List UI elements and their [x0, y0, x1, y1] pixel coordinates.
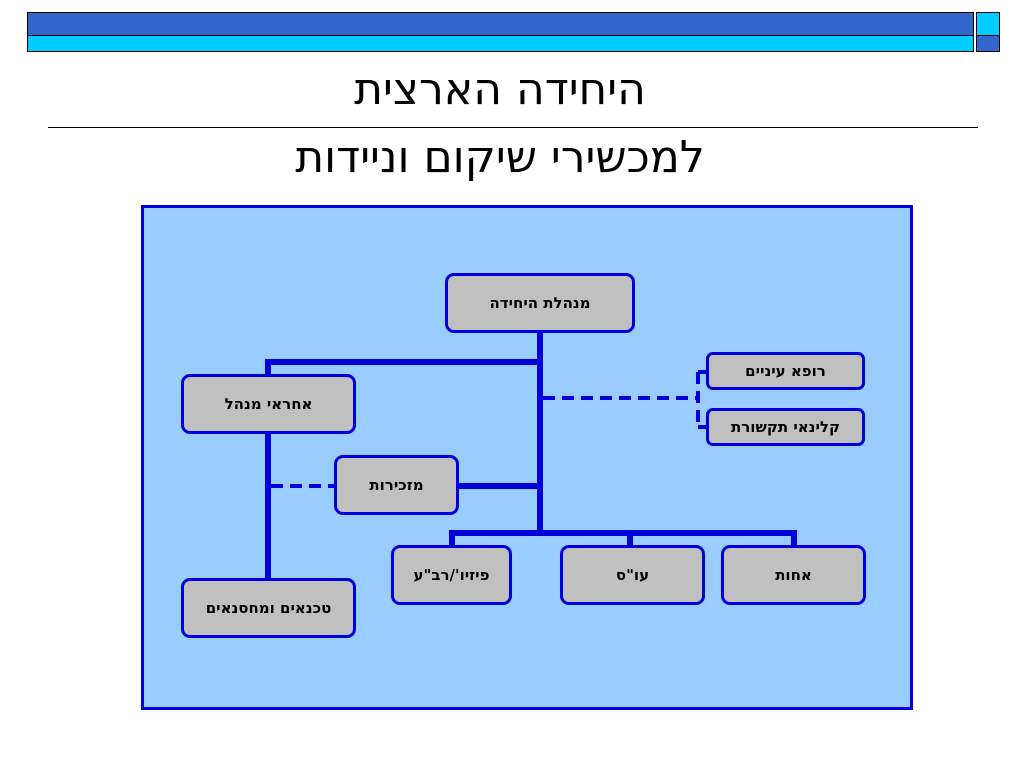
header-bar-blue	[27, 12, 974, 36]
node-ot: עו"ס	[560, 545, 705, 605]
node-unit-director: מנהלת היחידה	[445, 273, 635, 333]
header-square-blue	[976, 36, 1000, 52]
title-divider	[48, 127, 978, 128]
node-technicians: טכנאים ומחסנאים	[181, 578, 356, 638]
node-secretariat: מזכירות	[334, 455, 459, 515]
header-bar-cyan	[27, 36, 974, 52]
node-nurse: אחות	[721, 545, 866, 605]
node-eye-doctor: רופא עיניים	[706, 352, 865, 390]
slide-title: היחידה הארצית	[354, 64, 646, 115]
header-square-cyan	[976, 12, 1000, 36]
node-physio: פיזיו'/רב"ע	[391, 545, 512, 605]
node-communication-clinician: קלינאי תקשורת	[706, 408, 865, 446]
node-admin-head: אחראי מנהל	[181, 374, 356, 434]
slide-subtitle: למכשירי שיקום וניידות	[295, 132, 705, 183]
